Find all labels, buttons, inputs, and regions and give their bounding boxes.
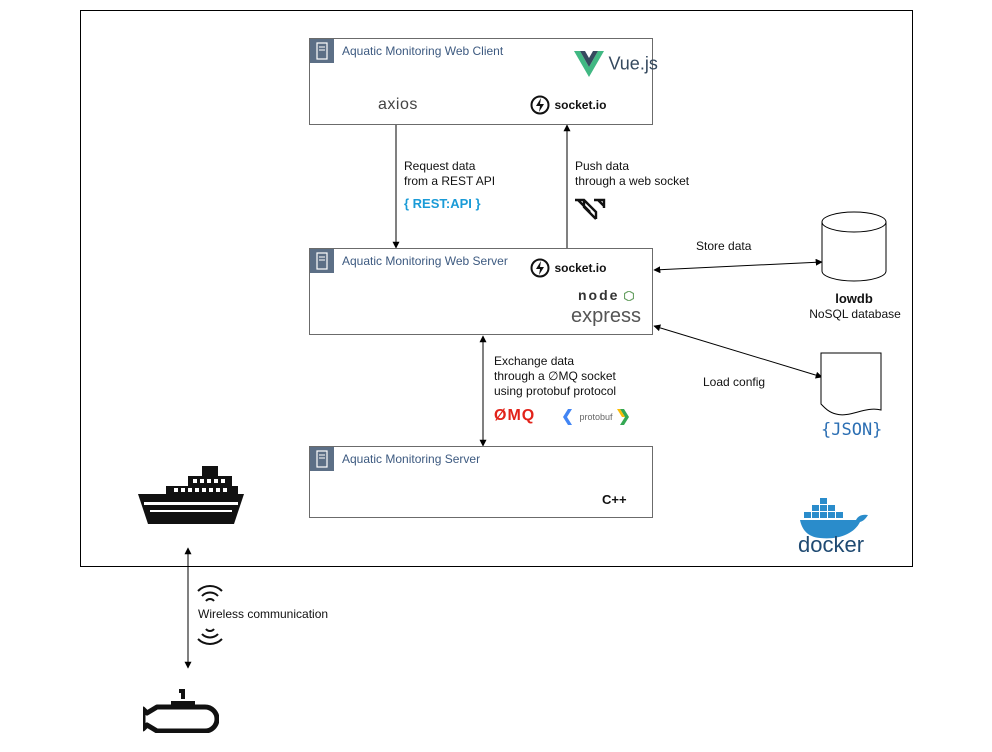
config-document-icon <box>820 352 882 416</box>
client-socketio-logo: socket.io <box>530 95 606 115</box>
ship-icon <box>138 466 244 524</box>
socketio-label: socket.io <box>554 98 607 112</box>
server-icon <box>310 249 334 273</box>
web-server-box: Aquatic Monitoring Web Server socket.io … <box>309 248 653 335</box>
server-socketio-logo: socket.io <box>530 258 606 278</box>
push-label-line2: through a web socket <box>575 174 690 188</box>
server-icon <box>310 39 334 63</box>
monitoring-server-box: Aquatic Monitoring Server C++ <box>309 446 653 518</box>
web-client-title: Aquatic Monitoring Web Client <box>342 44 504 58</box>
rest-api-logo: { REST:API } <box>404 196 481 211</box>
socketio-icon <box>530 95 550 115</box>
protobuf-icon: protobuf <box>563 409 629 425</box>
zeromq-logo: ØMQ <box>494 407 536 424</box>
protobuf-label: protobuf <box>579 412 613 422</box>
submarine-icon <box>143 689 219 733</box>
json-logo: {JSON} <box>821 420 883 440</box>
socketio-label: socket.io <box>554 261 607 275</box>
docker-label: docker <box>798 532 865 557</box>
wireless-label: Wireless communication <box>198 607 329 621</box>
vue-label: Vue.js <box>608 53 658 74</box>
deployment-container-frame <box>80 10 913 567</box>
exchange-label-line2: through a ∅MQ socket <box>494 369 616 383</box>
websocket-icon <box>575 198 606 220</box>
monitoring-server-title: Aquatic Monitoring Server <box>342 452 481 466</box>
protobuf-logo: protobuf <box>562 407 630 432</box>
nodejs-logo: node <box>578 287 635 305</box>
nodejs-hex-icon <box>623 290 635 302</box>
socketio-icon <box>530 258 550 278</box>
wifi-signal-top-icon <box>197 585 223 602</box>
web-server-title: Aquatic Monitoring Web Server <box>342 254 508 268</box>
vue-icon <box>574 51 604 77</box>
express-logo: express <box>571 305 642 327</box>
database-description: NoSQL database <box>809 307 901 321</box>
load-config-label: Load config <box>703 375 766 389</box>
exchange-label-line1: Exchange data <box>494 354 575 368</box>
request-label-line2: from a REST API <box>404 174 496 188</box>
database-icon <box>821 211 887 282</box>
wifi-signal-bottom-icon <box>197 628 223 645</box>
nodejs-label: node <box>578 287 620 303</box>
vue-logo: Vue.js <box>574 51 658 77</box>
web-client-box: Aquatic Monitoring Web Client Vue.js axi… <box>309 38 658 125</box>
cpp-label: C++ <box>602 492 627 507</box>
database-name: lowdb <box>835 291 873 306</box>
exchange-label-line3: using protobuf protocol <box>494 384 617 398</box>
request-label-line1: Request data <box>404 159 476 173</box>
push-label-line1: Push data <box>575 159 630 173</box>
axios-logo: axios <box>378 96 418 113</box>
store-data-label: Store data <box>696 239 752 253</box>
docker-whale-icon <box>800 498 868 539</box>
server-icon <box>310 447 334 471</box>
